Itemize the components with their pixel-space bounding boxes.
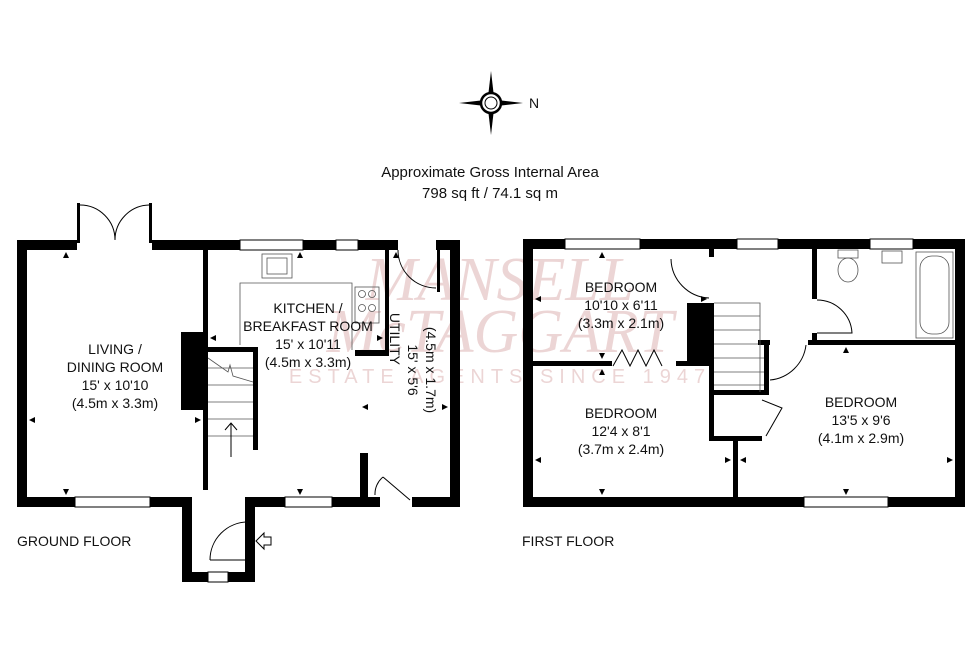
svg-text:15' x 5'6: 15' x 5'6 bbox=[405, 344, 421, 395]
svg-text:(4.5m x 1.7m): (4.5m x 1.7m) bbox=[423, 327, 439, 413]
svg-text:15' x 10'11: 15' x 10'11 bbox=[275, 336, 341, 352]
ground-floor-label: GROUND FLOOR bbox=[17, 533, 131, 549]
svg-text:15' x 10'10: 15' x 10'10 bbox=[82, 377, 149, 393]
svg-text:BEDROOM: BEDROOM bbox=[585, 405, 657, 421]
svg-text:ESTATE AGENTS SINCE 1947: ESTATE AGENTS SINCE 1947 bbox=[289, 366, 711, 388]
svg-text:(4.5m x 3.3m): (4.5m x 3.3m) bbox=[265, 354, 351, 370]
svg-text:BREAKFAST ROOM: BREAKFAST ROOM bbox=[243, 318, 373, 334]
svg-text:(4.1m x 2.9m): (4.1m x 2.9m) bbox=[818, 430, 904, 446]
area-value: 798 sq ft / 74.1 sq m bbox=[422, 185, 558, 202]
svg-text:BEDROOM: BEDROOM bbox=[585, 279, 657, 295]
svg-text:12'4 x 8'1: 12'4 x 8'1 bbox=[591, 423, 650, 439]
area-title: Approximate Gross Internal Area bbox=[381, 164, 599, 181]
svg-text:MANSELL: MANSELL bbox=[365, 246, 635, 314]
room-utility: UTILITY 15' x 5'6 (4.5m x 1.7m) bbox=[387, 313, 439, 413]
svg-text:UTILITY: UTILITY bbox=[387, 313, 403, 366]
room-bedroom-1: BEDROOM 10'10 x 6'11 (3.3m x 2.1m) bbox=[578, 279, 664, 331]
svg-text:(4.5m x 3.3m): (4.5m x 3.3m) bbox=[72, 395, 158, 411]
room-kitchen-breakfast: KITCHEN / BREAKFAST ROOM 15' x 10'11 (4.… bbox=[243, 300, 373, 370]
first-floor-plan bbox=[523, 238, 965, 508]
svg-text:BEDROOM: BEDROOM bbox=[825, 394, 897, 410]
compass-rose-icon bbox=[459, 71, 523, 135]
svg-text:10'10 x 6'11: 10'10 x 6'11 bbox=[584, 297, 658, 313]
room-bedroom-3: BEDROOM 13'5 x 9'6 (4.1m x 2.9m) bbox=[818, 394, 904, 446]
staircase bbox=[207, 357, 254, 457]
svg-text:KITCHEN /: KITCHEN / bbox=[273, 300, 342, 316]
svg-text:(3.7m x 2.4m): (3.7m x 2.4m) bbox=[578, 441, 664, 457]
svg-text:13'5 x 9'6: 13'5 x 9'6 bbox=[831, 412, 890, 428]
watermark: MANSELL McTAGGART ESTATE AGENTS SINCE 19… bbox=[289, 246, 711, 388]
staircase bbox=[714, 302, 764, 392]
first-floor-label: FIRST FLOOR bbox=[522, 533, 614, 549]
ground-floor-plan bbox=[17, 203, 460, 583]
svg-text:(3.3m x 2.1m): (3.3m x 2.1m) bbox=[578, 315, 664, 331]
svg-text:LIVING /: LIVING / bbox=[88, 341, 142, 357]
north-label: N bbox=[529, 95, 539, 111]
svg-text:DINING ROOM: DINING ROOM bbox=[67, 359, 163, 375]
room-bedroom-2: BEDROOM 12'4 x 8'1 (3.7m x 2.4m) bbox=[578, 405, 664, 457]
room-living-dining: LIVING / DINING ROOM 15' x 10'10 (4.5m x… bbox=[67, 341, 163, 411]
